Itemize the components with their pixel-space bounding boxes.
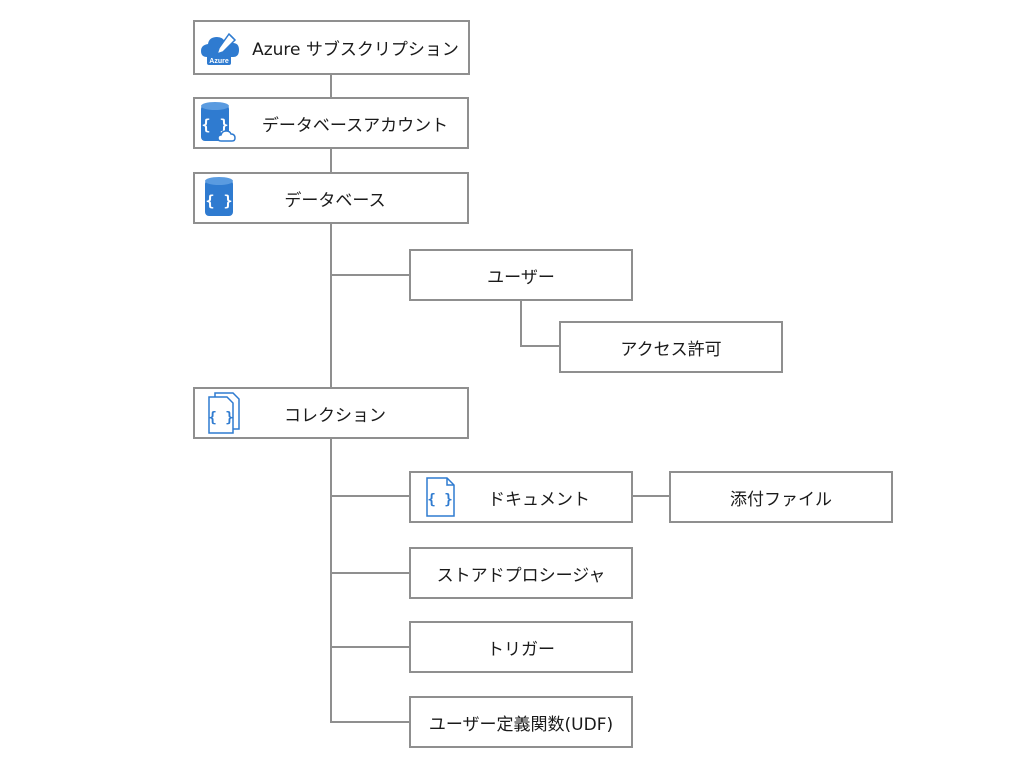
svg-text:{ }: { }: [427, 492, 452, 508]
svg-text:{ }: { }: [201, 116, 228, 134]
azure-badge-text: Azure: [209, 58, 229, 65]
node-attachment-label: 添付ファイル: [730, 489, 832, 510]
node-trigger-label: トリガー: [487, 639, 555, 660]
node-database-label: データベース: [284, 190, 386, 211]
node-database-account: { } データベースアカウント: [193, 97, 469, 149]
connector-subscription-account: [330, 74, 332, 98]
node-database: { } データベース: [193, 172, 469, 224]
connector-document-attachment: [632, 495, 670, 497]
database-icon: { }: [195, 174, 243, 222]
connector-user-down: [520, 300, 522, 347]
connector-database-trunk: [330, 222, 332, 388]
node-permission-label: アクセス許可: [620, 339, 722, 360]
node-attachment: 添付ファイル: [669, 471, 893, 523]
node-udf-label: ユーザー定義関数(UDF): [428, 714, 614, 735]
node-document: { } ドキュメント: [409, 471, 633, 523]
node-document-label: ドキュメント: [488, 489, 590, 510]
node-udf: ユーザー定義関数(UDF): [409, 696, 633, 748]
connector-database-user: [330, 274, 410, 276]
database-account-icon: { }: [195, 99, 243, 147]
connector-collection-document: [330, 495, 410, 497]
connector-account-database: [330, 148, 332, 172]
connector-collection-storedproc: [330, 572, 410, 574]
node-user: ユーザー: [409, 249, 633, 301]
node-collection: { } コレクション: [193, 387, 469, 439]
azure-cloud-icon: Azure: [197, 22, 247, 73]
node-permission: アクセス許可: [559, 321, 783, 373]
connector-collection-trunk: [330, 438, 332, 723]
collection-icon: { }: [197, 389, 245, 437]
node-stored-procedure-label: ストアドプロシージャ: [436, 565, 606, 586]
node-azure-subscription-label: Azure サブスクリプション: [252, 40, 459, 60]
node-user-label: ユーザー: [487, 267, 555, 288]
document-icon: { }: [415, 473, 463, 521]
svg-text:{ }: { }: [205, 192, 232, 210]
node-database-account-label: データベースアカウント: [261, 115, 449, 136]
connector-user-permission: [520, 345, 560, 347]
node-azure-subscription: Azure Azure サブスクリプション: [193, 20, 470, 75]
connector-collection-udf: [330, 721, 410, 723]
node-stored-procedure: ストアドプロシージャ: [409, 547, 633, 599]
node-trigger: トリガー: [409, 621, 633, 673]
connector-collection-trigger: [330, 646, 410, 648]
svg-text:{ }: { }: [208, 410, 233, 426]
node-collection-label: コレクション: [284, 405, 386, 426]
